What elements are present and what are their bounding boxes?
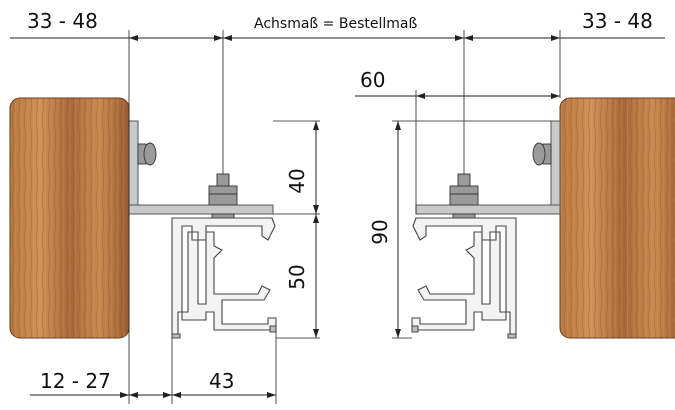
label-right-offset: 33 - 48 [582,9,653,33]
left-wood-block [9,97,130,339]
label-12-27: 12 - 27 [40,369,111,393]
right-rail-profile [411,217,517,339]
label-90: 90 [368,219,392,244]
label-left-offset: 33 - 48 [27,9,98,33]
label-60: 60 [360,68,385,92]
right-bolt [449,173,479,225]
label-43: 43 [209,369,234,393]
right-mounting-bracket [415,120,561,215]
dimension-lines [10,30,665,404]
label-axis-center: Achsmaß = Bestellmaß [254,16,417,32]
left-bolt [208,173,238,225]
left-mounting-bracket [128,120,274,215]
left-rail-profile [171,217,277,339]
label-40: 40 [285,168,309,193]
label-50: 50 [285,264,309,289]
right-wood-block [559,97,675,339]
